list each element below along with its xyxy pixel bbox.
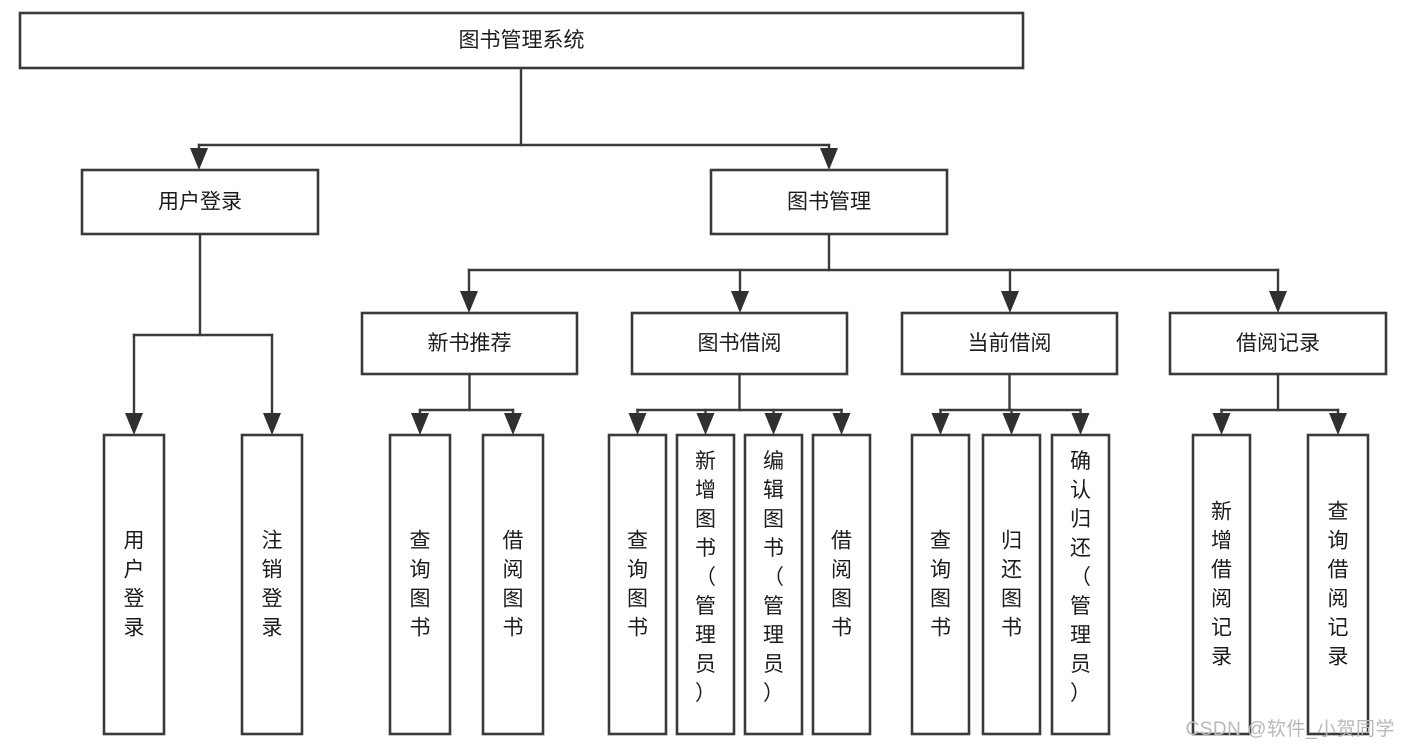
- node-label: 当前借阅: [968, 332, 1052, 355]
- node-box: [18, 11, 1025, 70]
- node-leaf-leaf-borrow-book-1[interactable]: 借阅图书: [481, 433, 545, 736]
- arrow-down-icon: [190, 148, 208, 170]
- arrow-down-icon: [832, 413, 851, 435]
- node-leaf-leaf-borrow-book-2[interactable]: 借阅图书: [811, 433, 872, 736]
- node-label: 图书借阅: [698, 332, 782, 355]
- node-label: 借阅图书: [831, 529, 852, 639]
- node-box: [910, 433, 971, 736]
- node-box: [675, 433, 736, 736]
- arrow-down-icon: [1001, 291, 1019, 313]
- node-label: 新增图书（管理员）: [695, 450, 716, 705]
- node-leaf-leaf-add-book[interactable]: 新增图书（管理员）: [675, 433, 736, 736]
- arrow-down-icon: [1269, 291, 1287, 313]
- node-box: [481, 433, 545, 736]
- node-level1-book-manage[interactable]: 图书管理: [709, 168, 949, 236]
- node-label: 查询图书: [930, 529, 951, 639]
- node-label: 编辑图书（管理员）: [763, 450, 784, 705]
- arrow-down-icon: [764, 413, 783, 435]
- node-layer: 图书管理系统用户登录图书管理新书推荐图书借阅当前借阅借阅记录用户登录注销登录查询…: [18, 11, 1388, 736]
- arrow-down-icon: [1329, 413, 1347, 435]
- node-label: 用户登录: [124, 529, 145, 639]
- node-label: 查询借阅记录: [1328, 500, 1349, 668]
- node-label: 确认归还（管理员）: [1070, 450, 1091, 705]
- node-label: 归还图书: [1001, 529, 1022, 639]
- node-leaf-leaf-user-logout[interactable]: 注销登录: [240, 433, 304, 736]
- watermark-text: CSDN @软件_小贺同学: [1185, 719, 1395, 740]
- node-label: 借阅图书: [503, 529, 524, 639]
- node-box: [102, 433, 166, 736]
- node-leaf-leaf-query-book-3[interactable]: 查询图书: [910, 433, 971, 736]
- node-label: 注销登录: [262, 529, 283, 639]
- node-level2-book-borrow[interactable]: 图书借阅: [630, 311, 849, 376]
- arrow-down-icon: [504, 413, 522, 435]
- node-box: [360, 311, 579, 376]
- node-box: [388, 433, 452, 736]
- node-box: [811, 433, 872, 736]
- node-root-system[interactable]: 图书管理系统: [18, 11, 1025, 70]
- node-leaf-leaf-query-book-1[interactable]: 查询图书: [388, 433, 452, 736]
- connector-layer: [125, 66, 1347, 435]
- node-leaf-leaf-edit-book[interactable]: 编辑图书（管理员）: [743, 433, 804, 736]
- node-box: [630, 311, 849, 376]
- node-label: 借阅记录: [1236, 332, 1320, 355]
- node-box: [1306, 433, 1370, 736]
- node-label: 图书管理系统: [459, 29, 585, 52]
- arrow-down-icon: [1071, 413, 1090, 435]
- node-level2-borrow-record[interactable]: 借阅记录: [1168, 311, 1388, 376]
- arrow-down-icon: [731, 291, 749, 313]
- node-label: 新书推荐: [428, 332, 512, 355]
- node-label: 查询图书: [410, 529, 431, 639]
- node-label: 用户登录: [158, 191, 242, 214]
- node-box: [1168, 311, 1388, 376]
- arrow-down-icon: [931, 413, 950, 435]
- node-box: [1191, 433, 1252, 736]
- node-leaf-leaf-query-book-2[interactable]: 查询图书: [607, 433, 668, 736]
- node-level1-user-login[interactable]: 用户登录: [80, 168, 320, 236]
- node-level2-new-book-recommend[interactable]: 新书推荐: [360, 311, 579, 376]
- node-leaf-leaf-add-record[interactable]: 新增借阅记录: [1191, 433, 1252, 736]
- node-box: [981, 433, 1042, 736]
- node-box: [607, 433, 668, 736]
- node-leaf-leaf-user-login[interactable]: 用户登录: [102, 433, 166, 736]
- node-box: [240, 433, 304, 736]
- node-leaf-leaf-return-book[interactable]: 归还图书: [981, 433, 1042, 736]
- node-leaf-leaf-query-record[interactable]: 查询借阅记录: [1306, 433, 1370, 736]
- arrow-down-icon: [696, 413, 715, 435]
- node-level2-current-borrow[interactable]: 当前借阅: [900, 311, 1119, 376]
- node-leaf-leaf-confirm-return[interactable]: 确认归还（管理员）: [1050, 433, 1111, 736]
- node-box: [80, 168, 320, 236]
- arrow-down-icon: [125, 413, 143, 435]
- arrow-down-icon: [1002, 413, 1021, 435]
- arrow-down-icon: [263, 413, 281, 435]
- node-box: [1050, 433, 1111, 736]
- arrow-down-icon: [460, 291, 478, 313]
- arrow-down-icon: [411, 413, 429, 435]
- node-box: [743, 433, 804, 736]
- node-box: [709, 168, 949, 236]
- node-box: [900, 311, 1119, 376]
- node-label: 查询图书: [627, 529, 648, 639]
- arrow-down-icon: [1212, 413, 1231, 435]
- node-label: 新增借阅记录: [1211, 500, 1232, 668]
- node-label: 图书管理: [787, 191, 871, 214]
- arrow-down-icon: [820, 148, 838, 170]
- arrow-down-icon: [628, 413, 647, 435]
